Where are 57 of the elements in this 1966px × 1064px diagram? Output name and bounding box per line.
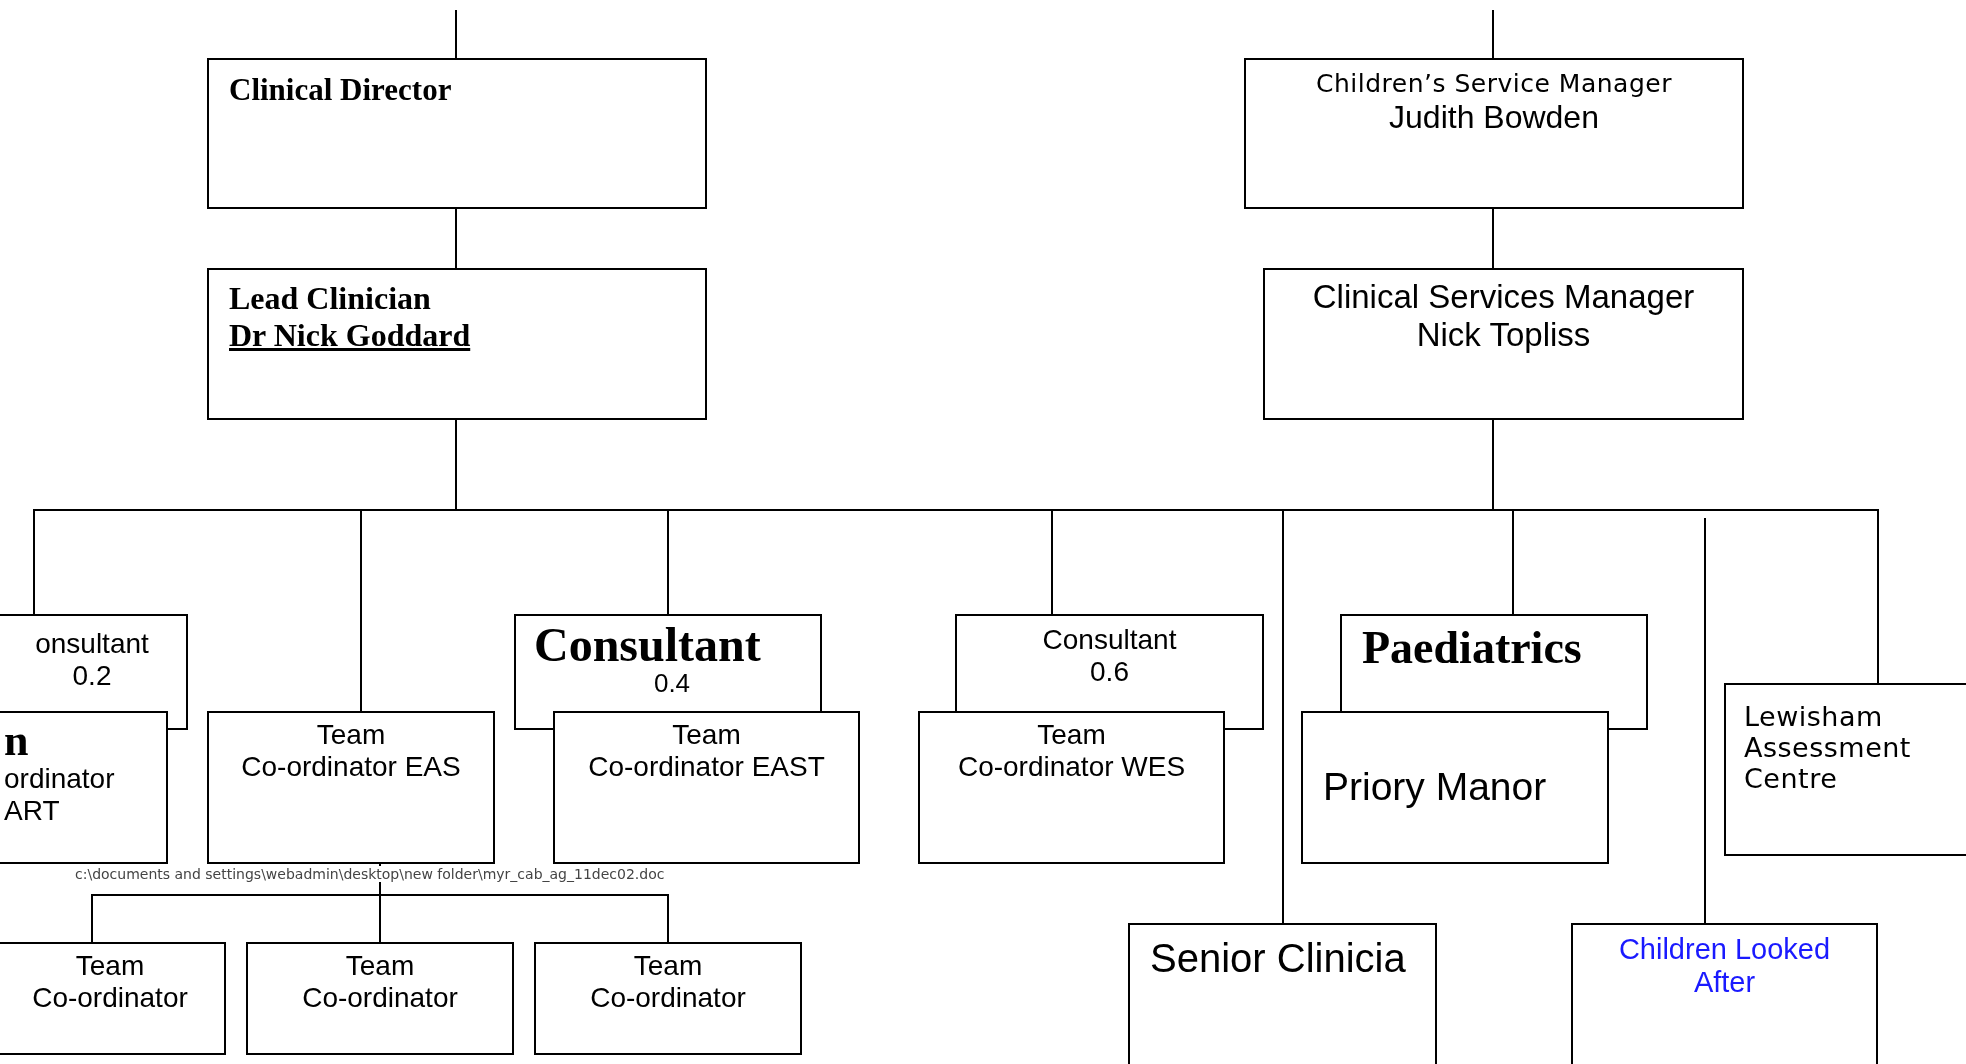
- org-box: [1340, 614, 1648, 711]
- connector-line: [455, 9, 457, 59]
- box-text: Senior Clinicia: [1150, 935, 1407, 981]
- box-text: Lewisham Assessment Centre: [1744, 701, 1912, 795]
- org-box: [553, 711, 860, 864]
- org-box: [1128, 923, 1437, 1064]
- role-title: Clinical Services Manager: [1311, 278, 1696, 316]
- org-box: [918, 711, 1225, 864]
- org-box: [1724, 683, 1966, 856]
- role-title: Team: [1036, 719, 1107, 752]
- box-text: 0.6: [1089, 656, 1130, 689]
- org-box: [1263, 268, 1744, 420]
- box-text: 0.4: [652, 670, 692, 697]
- box-text: Judith Bowden: [1388, 98, 1600, 136]
- box-text: Priory Manor: [1323, 765, 1548, 810]
- org-box: [1571, 923, 1878, 1064]
- box-text: Co-ordinator: [589, 982, 747, 1015]
- org-box: [1301, 711, 1609, 864]
- box-text: 0.2: [71, 660, 113, 693]
- role-title: Consultant: [1041, 624, 1178, 657]
- connector-line: [455, 208, 457, 269]
- box-text: Co-ordinator WES: [956, 751, 1187, 784]
- role-title: onsultant: [34, 628, 150, 661]
- org-box: [0, 942, 226, 1055]
- role-title: n: [4, 719, 30, 763]
- role-title: Team: [344, 950, 416, 983]
- org-box: [207, 58, 707, 209]
- box-text: Co-ordinator EAST: [587, 751, 826, 784]
- role-title: Lead Clinician: [229, 280, 432, 317]
- role-title: Team: [632, 950, 704, 983]
- org-box: [1244, 58, 1744, 209]
- file-path-note: c:\documents and settings\webadmin\desktop\new folder\myr_cab_ag_11dec02.doc: [75, 866, 665, 882]
- org-box: [0, 614, 188, 711]
- org-box: [955, 614, 1264, 711]
- box-text: Co-ordinator: [301, 982, 459, 1015]
- box-text: Paediatrics: [1362, 622, 1583, 675]
- org-box: [514, 614, 822, 711]
- box-text: Co-ordinator EAS: [240, 751, 462, 784]
- box-text: Co-ordinator: [31, 982, 189, 1015]
- org-box: [534, 942, 802, 1055]
- role-title: Team: [74, 950, 146, 983]
- role-title: Children’s Service Manager: [1315, 70, 1673, 99]
- connector-line: [1704, 517, 1706, 924]
- org-box: [246, 942, 514, 1055]
- role-title: Consultant: [534, 620, 762, 671]
- box-text: Dr Nick Goddard: [229, 316, 472, 354]
- connector-line: [1492, 208, 1494, 269]
- box-text: Nick Topliss: [1415, 315, 1592, 354]
- org-box: [207, 268, 707, 420]
- org-box: [0, 711, 168, 864]
- box-text: ordinator ART: [4, 763, 116, 828]
- connector-line: [1492, 9, 1494, 59]
- org-box: [207, 711, 495, 864]
- box-text: Children Looked After: [1617, 933, 1832, 1000]
- role-title: Team: [315, 719, 387, 752]
- role-title: Team: [671, 719, 742, 752]
- box-text: Clinical Director: [229, 72, 453, 108]
